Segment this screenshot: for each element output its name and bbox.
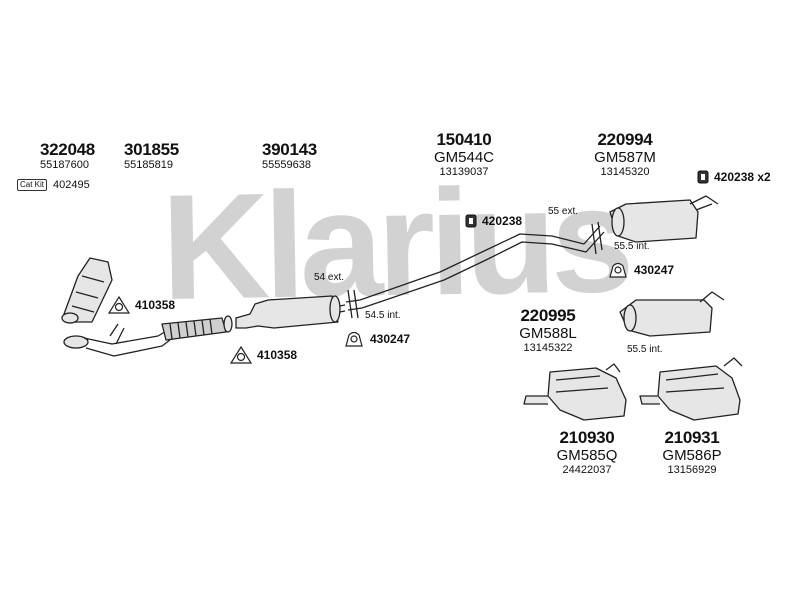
rear-silencer-210931	[639, 357, 743, 421]
accessory-430247-mid: 430247	[343, 330, 410, 348]
oem-number: 13145320	[600, 166, 650, 178]
part-number: 220994	[597, 130, 653, 149]
accessory-410358-bottom: 410358	[230, 346, 297, 364]
part-390143: 390143 55559638	[262, 141, 317, 171]
rear-silencer-210930	[523, 363, 627, 421]
part-number: 390143	[262, 140, 317, 159]
oem-number: 55187600	[40, 159, 89, 171]
rear-silencer-top	[609, 195, 719, 243]
gasket-icon	[108, 296, 130, 314]
rubber-mount-icon	[609, 262, 627, 278]
part-number: 210930	[559, 428, 615, 447]
centre-silencer	[235, 295, 346, 329]
part-number: 322048	[40, 140, 95, 159]
oem-number: 24422037	[562, 464, 612, 476]
oem-number: 13145322	[523, 342, 573, 354]
watermark-text: Klarius	[160, 155, 630, 331]
part-number: 210931	[664, 428, 720, 447]
part-number: 150410	[436, 130, 492, 149]
accessory-number: 420238 x2	[714, 170, 771, 184]
part-code: GM588L	[519, 325, 577, 342]
accessory-420238-x2: 420238 x2	[697, 170, 771, 184]
front-pipe	[63, 323, 171, 357]
gasket-icon	[230, 346, 252, 364]
dimension-54-ext: 54 ext.	[314, 272, 345, 283]
accessory-number: 410358	[257, 348, 298, 362]
dimension-55-5-int-bottom: 55.5 int.	[627, 344, 663, 355]
accessory-number: 430247	[634, 263, 675, 277]
part-code: GM544C	[433, 149, 495, 166]
part-code: GM585Q	[556, 447, 618, 464]
clamp-icon	[465, 214, 477, 228]
part-322048: 322048 55187600	[40, 141, 95, 171]
accessory-number: 410358	[135, 298, 176, 312]
dimension-54-5-int: 54.5 int.	[365, 310, 401, 321]
part-150410: 150410 GM544C 13139037	[434, 131, 494, 178]
oem-number: 55185819	[124, 159, 173, 171]
part-code: GM587M	[594, 149, 656, 166]
oem-number: 13156929	[667, 464, 717, 476]
cat-kit-label: Cat Kit 402495	[17, 179, 90, 191]
rubber-mount-icon	[345, 331, 363, 347]
flex-pipe	[161, 315, 233, 341]
clamp-icon	[697, 170, 709, 184]
oem-number: 55559638	[262, 159, 311, 171]
part-number: 301855	[124, 140, 179, 159]
part-210931: 210931 GM586P 13156929	[662, 429, 721, 476]
rear-silencer-bottom	[619, 291, 725, 337]
dimension-55-ext: 55 ext.	[548, 206, 579, 217]
part-220995: 220995 GM588L 13145322	[519, 307, 577, 354]
part-210930: 210930 GM585Q 24422037	[557, 429, 618, 476]
oem-number: 13139037	[439, 166, 489, 178]
dimension-55-5-int-top: 55.5 int.	[614, 241, 650, 252]
catalytic-converter	[61, 257, 113, 324]
part-code: GM586P	[662, 447, 722, 464]
part-number: 220995	[520, 306, 576, 325]
part-301855: 301855 55185819	[124, 141, 179, 171]
accessory-number: 420238	[482, 214, 523, 228]
middle-pipe	[345, 221, 605, 319]
accessory-420238: 420238	[465, 214, 522, 228]
accessory-410358-top: 410358	[108, 296, 175, 314]
accessory-430247-right: 430247	[607, 261, 674, 279]
cat-kit-number: 402495	[53, 179, 90, 191]
accessory-number: 430247	[370, 332, 411, 346]
part-220994: 220994 GM587M 13145320	[594, 131, 656, 178]
cat-kit-badge: Cat Kit	[17, 179, 48, 191]
